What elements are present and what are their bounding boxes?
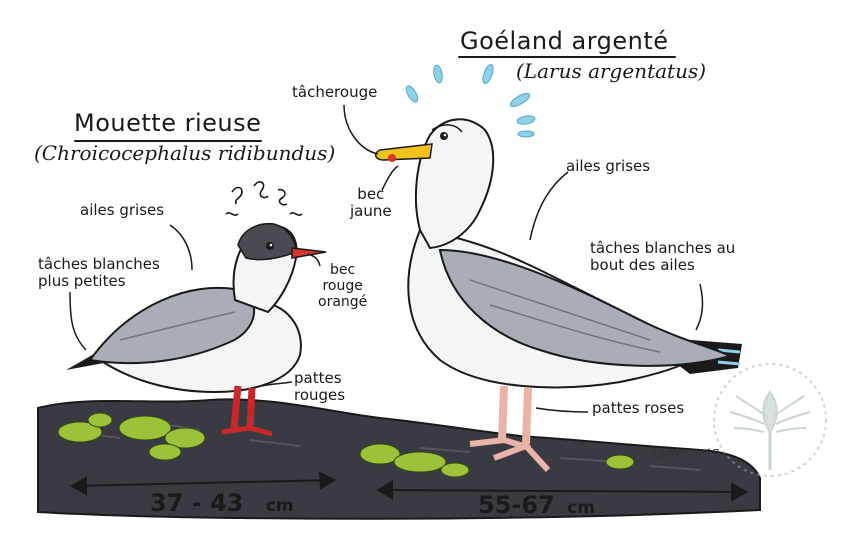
right-gull-wings-label: ailes grises <box>566 158 650 175</box>
right-gull-title: Goéland argenté <box>460 28 669 56</box>
right-gull-title-underline <box>458 56 676 58</box>
confused-squiggles <box>226 182 302 215</box>
left-gull-size: 37 - 43 cm <box>150 490 294 518</box>
right-gull-size-unit: cm <box>567 498 595 518</box>
right-gull-size: 55-67 cm <box>478 492 595 520</box>
right-gull-size-value: 55-67 <box>478 491 555 519</box>
right-gull-red-spot-label: tâcherouge <box>292 84 377 101</box>
artist-signature: Agath! 2017 <box>650 448 719 461</box>
right-gull-latin-name: (Larus argentatus) <box>516 60 706 83</box>
left-gull-legs-label: pattes rouges <box>294 370 345 405</box>
left-gull-size-value: 37 - 43 <box>150 489 243 517</box>
black-headed-gull <box>66 182 326 434</box>
left-gull-latin-name: (Chroicocephalus ridibundus) <box>34 142 335 165</box>
left-gull-spots-label: tâches blanches plus petites <box>38 256 160 291</box>
right-gull-spots-label: tâches blanches au bout des ailes <box>590 240 735 275</box>
right-gull-legs-label: pattes roses <box>592 400 684 417</box>
right-gull-beak-label: bec jaune <box>350 186 392 221</box>
left-gull-wings-label: ailes grises <box>80 202 164 219</box>
left-gull-beak-label: bec rouge orangé <box>318 262 367 310</box>
left-gull-title: Mouette rieuse <box>74 110 261 138</box>
left-gull-size-unit: cm <box>266 496 294 516</box>
